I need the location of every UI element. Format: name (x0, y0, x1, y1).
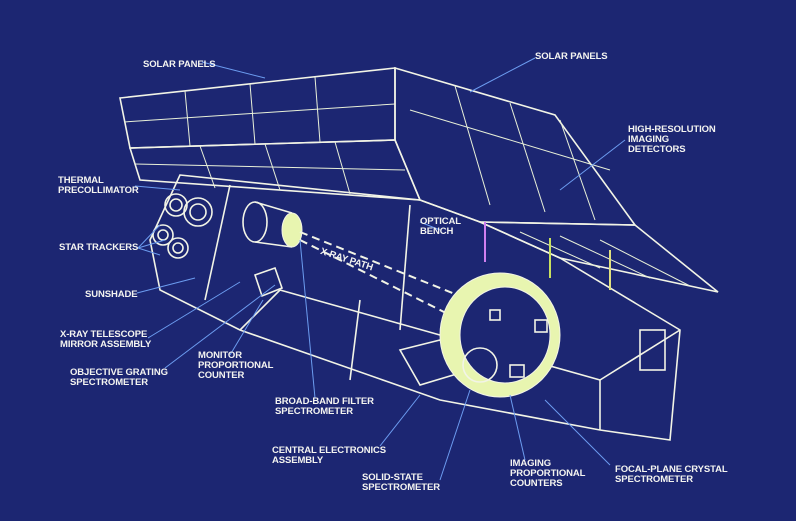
hri-detectors (484, 222, 611, 290)
label-solar-panels-left: SOLAR PANELS (143, 59, 216, 70)
solar-panels-left (119, 67, 422, 201)
xray-path-line (299, 239, 461, 321)
label-star-trackers: STAR TRACKERS (59, 242, 139, 253)
star-trackers (152, 193, 213, 259)
solar-panels-right (394, 66, 719, 293)
leader-lines (134, 57, 626, 481)
mirror-assembly (242, 201, 303, 248)
spacecraft-body (149, 174, 681, 441)
focal-plane-turret (439, 272, 561, 398)
label-solar-panels-right: SOLAR PANELS (535, 51, 608, 62)
label-sunshade: SUNSHADE (85, 289, 138, 300)
xray-path-line (299, 231, 471, 301)
